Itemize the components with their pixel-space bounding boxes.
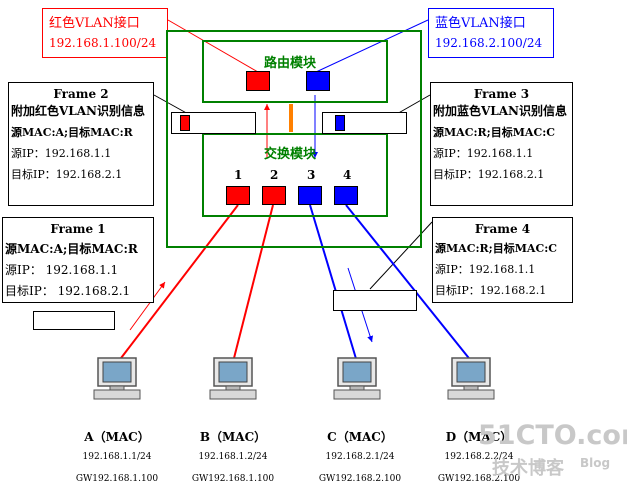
port-number-1: 1	[234, 168, 243, 182]
host-a-ip: 192.168.1.1/24	[82, 452, 152, 462]
frame2-dst-ip: 目标IP：192.168.2.1	[11, 168, 123, 181]
frame3-callout	[394, 94, 431, 116]
watermark-site: 51CTO.com	[478, 420, 627, 451]
frame3-src-ip: 源IP：192.168.1.1	[433, 147, 534, 160]
frame4-box: Frame 4 源MAC:R;目标MAC:C 源IP：192.168.1.1 目…	[432, 217, 573, 303]
host-d-label: D（MAC）	[445, 430, 513, 444]
host-b-gw: GW192.168.1.100	[191, 474, 275, 484]
frame3-dst-ip: 目标IP：192.168.2.1	[433, 168, 545, 181]
host-d-gw: GW192.168.2.100	[437, 474, 521, 484]
frame3-bar	[322, 112, 407, 134]
computer-c-icon	[333, 357, 381, 400]
frame4-bar	[333, 290, 417, 311]
host-a-label: A（MAC）	[84, 430, 150, 444]
port-number-4: 4	[343, 168, 352, 182]
red-iface-callout	[167, 19, 259, 73]
link-host-c	[309, 204, 358, 363]
host-d-ip: 192.168.2.2/24	[444, 452, 514, 462]
frame2-src-ip: 源IP：192.168.1.1	[11, 147, 112, 160]
blue-iface-callout	[315, 19, 429, 73]
frame3-title: Frame 3	[473, 87, 530, 101]
host-c-label: C（MAC）	[327, 430, 393, 444]
frame2-desc: 附加红色VLAN识别信息	[11, 104, 146, 118]
frame1-mac: 源MAC:A;目标MAC:R	[5, 242, 138, 256]
switch-module-label: 交换模块	[264, 147, 317, 162]
red-vlan-interface-label: 红色VLAN接口 192.168.1.100/24	[42, 8, 168, 58]
watermark-blog: Blog	[580, 456, 611, 470]
switch-port-4	[334, 186, 358, 205]
frame2-callout	[153, 94, 191, 116]
switch-port-3	[298, 186, 322, 205]
switch-module: 交换模块	[202, 133, 388, 217]
frame3-mac: 源MAC:R;目标MAC:C	[433, 126, 556, 139]
router-blue-interface	[306, 71, 330, 91]
blue-vlan-interface-label: 蓝色VLAN接口 192.168.2.100/24	[428, 8, 554, 58]
frame2-mac: 源MAC:A;目标MAC:R	[11, 126, 133, 139]
frame3-desc: 附加蓝色VLAN识别信息	[433, 104, 568, 118]
host-c-ip: 192.168.2.1/24	[325, 452, 395, 462]
switch-port-2	[262, 186, 286, 205]
computer-b-icon	[209, 357, 257, 400]
host-b-ip: 192.168.1.2/24	[198, 452, 268, 462]
watermark-sub: 技术博客	[492, 458, 564, 479]
blue-vlan-tag	[335, 115, 345, 131]
link-host-d	[345, 204, 473, 363]
frame4-mac: 源MAC:R;目标MAC:C	[435, 242, 558, 255]
frame2-box: Frame 2 附加红色VLAN识别信息 源MAC:A;目标MAC:R 源IP：…	[8, 82, 154, 206]
link-host-a	[117, 204, 239, 363]
red-vlan-interface-title: 红色VLAN接口	[49, 16, 140, 31]
router-module: 路由模块	[202, 40, 388, 103]
frame1-flow-arrow	[129, 281, 166, 331]
blue-vlan-interface-title: 蓝色VLAN接口	[435, 16, 526, 31]
frame4-src-ip: 源IP：192.168.1.1	[435, 263, 536, 276]
router-module-label: 路由模块	[264, 56, 317, 71]
port-number-2: 2	[270, 168, 279, 182]
frame1-bar	[33, 311, 115, 330]
host-c-gw: GW192.168.2.100	[318, 474, 402, 484]
frame1-title: Frame 1	[50, 222, 106, 236]
red-vlan-interface-ip: 192.168.1.100/24	[49, 36, 157, 50]
frame3-box: Frame 3 附加蓝色VLAN识别信息 源MAC:R;目标MAC:C 源IP：…	[430, 82, 573, 206]
host-b-label: B（MAC）	[199, 430, 267, 444]
computer-a-icon	[93, 357, 141, 400]
switch-port-1	[226, 186, 250, 205]
frame1-dst-ip: 目标IP： 192.168.2.1	[5, 284, 131, 298]
router-red-interface	[246, 71, 270, 91]
frame4-title: Frame 4	[474, 222, 531, 236]
l3-switch	[166, 30, 422, 248]
blue-vlan-interface-ip: 192.168.2.100/24	[435, 36, 543, 50]
link-host-b	[232, 204, 274, 363]
port-number-3: 3	[307, 168, 316, 182]
frame4-dst-ip: 目标IP：192.168.2.1	[435, 284, 547, 297]
frame1-box: Frame 1 源MAC:A;目标MAC:R 源IP： 192.168.1.1 …	[2, 217, 154, 303]
frame2-title: Frame 2	[53, 87, 109, 101]
computer-d-icon	[447, 357, 495, 400]
host-a-gw: GW192.168.1.100	[75, 474, 159, 484]
red-vlan-tag	[180, 115, 190, 131]
frame1-src-ip: 源IP： 192.168.1.1	[5, 263, 119, 277]
frame2-bar	[171, 112, 256, 134]
